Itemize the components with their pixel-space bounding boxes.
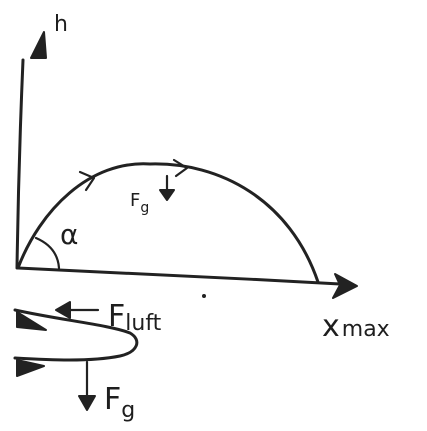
direction-arrow-top — [172, 158, 189, 178]
direction-arrow-left — [78, 170, 96, 192]
projectile-body — [13, 308, 139, 377]
trajectory-gravity-arrow — [159, 174, 175, 201]
h-axis-label: h — [54, 12, 68, 37]
air-resistance-arrow — [55, 301, 100, 319]
air-resistance-label: Fluft — [108, 299, 162, 336]
trajectory-curve — [16, 158, 320, 284]
x-axis-label: xmax — [322, 309, 390, 344]
projectile-gravity-label: Fg — [104, 382, 135, 423]
angle-label: α — [60, 218, 78, 251]
projectile-gravity-arrow — [78, 360, 96, 411]
angle-arc — [34, 236, 61, 270]
x-axis — [16, 266, 358, 299]
h-axis — [15, 31, 47, 270]
trajectory-gravity-label: Fg — [130, 190, 149, 216]
stray-dot — [202, 294, 206, 298]
